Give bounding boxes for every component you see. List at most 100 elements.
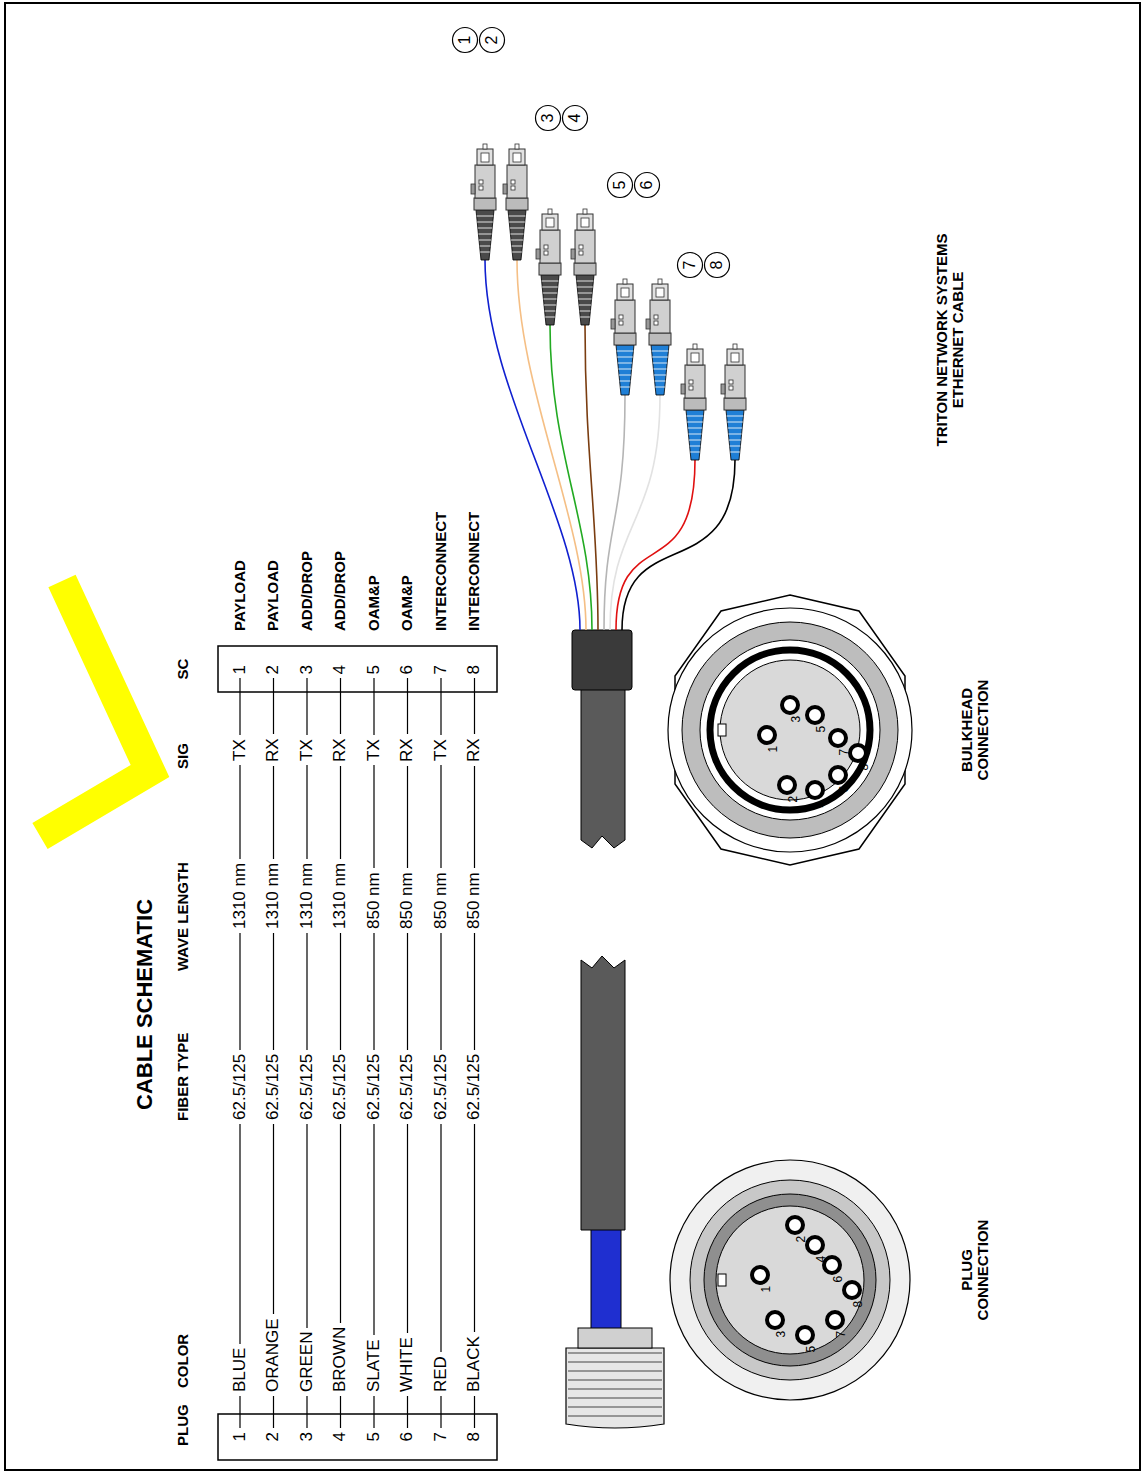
- fiber: [616, 460, 695, 630]
- column-header: WAVE LENGTH: [175, 862, 192, 971]
- signal-name: TX: [231, 735, 250, 765]
- sc-number: 8: [465, 661, 484, 678]
- pin-number: 1: [760, 1286, 773, 1293]
- knurl-rib: [568, 1416, 662, 1417]
- sc-connector: [721, 344, 746, 460]
- fiber-color: RED: [432, 1352, 451, 1396]
- callout-circle: [678, 253, 703, 278]
- pin-number: 6: [832, 1276, 845, 1283]
- callout-circle: [563, 106, 588, 131]
- pin: [782, 697, 798, 713]
- pin-number: 8: [858, 764, 871, 771]
- column-header: SC: [175, 659, 192, 680]
- signal-name: TX: [365, 735, 384, 765]
- sc-connector: [646, 279, 671, 395]
- signal-name: RX: [398, 734, 417, 766]
- knurl-rib: [568, 1353, 662, 1354]
- fiber-type: 62.5/125: [331, 1050, 350, 1124]
- callout-number: 6: [638, 181, 656, 190]
- callout-number: 8: [708, 261, 726, 270]
- signal-name: RX: [264, 734, 283, 766]
- callout-circle: [608, 173, 633, 198]
- fiber-color: ORANGE: [264, 1314, 283, 1396]
- pin-number: 4: [815, 801, 828, 808]
- sc-connector: [681, 344, 706, 460]
- sc-connector: [503, 144, 528, 260]
- pin-number: 3: [775, 1331, 788, 1338]
- function-name: INTERCONNECT: [466, 512, 483, 631]
- fibers: [485, 260, 735, 630]
- sc-number: 2: [264, 661, 283, 678]
- callout-circle: [635, 173, 660, 198]
- knurl-rib: [568, 1380, 662, 1381]
- plug-pin-number: 4: [331, 1428, 350, 1445]
- plug-pin-number: 7: [432, 1428, 451, 1445]
- pin-number: 4: [815, 1256, 828, 1263]
- sc-number: 7: [432, 661, 451, 678]
- fiber-type: 62.5/125: [298, 1050, 317, 1124]
- fiber-type: 62.5/125: [231, 1050, 250, 1124]
- wavelength: 1310 nm: [331, 859, 350, 933]
- function-name: OAM&P: [399, 575, 416, 631]
- pin: [807, 1237, 823, 1253]
- frame: [5, 3, 1140, 1470]
- pin: [787, 1217, 803, 1233]
- callout-number: 3: [539, 114, 557, 123]
- pin-number: 5: [815, 726, 828, 733]
- pin: [807, 782, 823, 798]
- pin: [844, 1282, 860, 1298]
- fiber-color: GREEN: [298, 1328, 317, 1396]
- plug-table-box: [218, 1414, 497, 1460]
- callout-circle: [705, 253, 730, 278]
- pin: [850, 745, 866, 761]
- pin-number: 7: [835, 1331, 848, 1338]
- sc-connector: [611, 279, 636, 395]
- title: CABLE SCHEMATIC: [133, 899, 157, 1110]
- plug-face: [670, 1160, 910, 1400]
- callout-circle: [453, 28, 478, 53]
- fiber: [517, 260, 586, 630]
- column-header: SIG: [175, 743, 192, 769]
- knurl-rib: [568, 1407, 662, 1408]
- wavelength: 850 nm: [432, 868, 451, 933]
- pin: [767, 1312, 783, 1328]
- pin-number: 3: [790, 716, 803, 723]
- fiber-color: BROWN: [331, 1323, 350, 1396]
- pin-number: 2: [787, 796, 800, 803]
- fiber-type: 62.5/125: [365, 1050, 384, 1124]
- fiber-type: 62.5/125: [264, 1050, 283, 1124]
- yellow-mark: [40, 581, 150, 836]
- callout-number: 1: [456, 36, 474, 45]
- fiber-color: BLACK: [465, 1332, 484, 1396]
- pin-number: 2: [795, 1236, 808, 1243]
- connector-name: PLUG CONNECTION: [959, 1210, 992, 1330]
- pin-number: 6: [838, 786, 851, 793]
- row-lines: [240, 671, 475, 1438]
- cable: [566, 630, 664, 1428]
- sc-connector: [571, 209, 596, 325]
- signal-name: TX: [298, 735, 317, 765]
- function-name: ADD/DROP: [332, 551, 349, 631]
- fiber: [622, 460, 735, 630]
- pin: [807, 707, 823, 723]
- pin: [779, 777, 795, 793]
- callout-number: 7: [681, 261, 699, 270]
- function-name: ADD/DROP: [299, 551, 316, 631]
- sc-number: 1: [231, 661, 250, 678]
- sc-number: 4: [331, 661, 350, 678]
- function-name: OAM&P: [366, 575, 383, 631]
- fiber-color: WHITE: [398, 1333, 417, 1396]
- pin: [759, 727, 775, 743]
- knurl-rib: [568, 1398, 662, 1399]
- bulkhead-face: [668, 595, 912, 865]
- knurl-rib: [568, 1362, 662, 1363]
- pin: [827, 1312, 843, 1328]
- pin-number: 7: [838, 749, 851, 756]
- wavelength: 1310 nm: [298, 859, 317, 933]
- plug-pin-number: 8: [465, 1428, 484, 1445]
- callout-circle: [536, 106, 561, 131]
- sc-number: 3: [298, 661, 317, 678]
- plug-pin-number: 5: [365, 1428, 384, 1445]
- callout-number: 2: [483, 36, 501, 45]
